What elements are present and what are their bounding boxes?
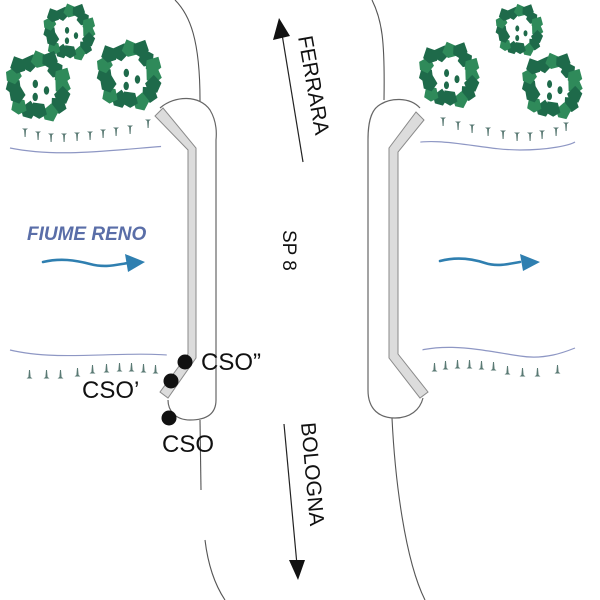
grass-mark-icon [57,370,64,379]
grass-mark-icon [128,363,135,372]
ferrara-direction-line [280,27,304,163]
grass-mark-icon [87,131,93,140]
grass-mark-icon [455,121,461,130]
grass-mark-icon [563,122,569,131]
grass-mark-icon [554,365,561,374]
trees-group [5,3,583,122]
grass-mark-icon [89,365,96,374]
grass-mark-icon [152,365,159,374]
tree-icon [521,52,583,120]
grass-marks-lower-left [26,363,159,379]
cso-double-prime-label: CSO” [201,349,261,376]
river-bank-lower-left [9,349,181,357]
left-pier [154,107,197,399]
grass-mark-icon [48,133,54,142]
tree-icon [495,3,544,56]
road-edge-right-top [371,0,385,101]
river-flow-arrow-right [438,257,522,267]
road-edge-left-lower-curve [204,539,226,600]
grass-mark-icon [116,363,123,372]
grass-mark-icon [454,360,461,369]
river-flow-arrow-left [41,258,130,268]
river-bank-lower-right [401,346,576,358]
grass-mark-icon [74,132,80,141]
grass-mark-icon [514,132,520,141]
grass-mark-icon [26,370,33,379]
bologna-arrow-down-icon [289,560,305,580]
grass-mark-icon [500,130,506,139]
bologna-label: BOLOGNA [296,421,328,526]
grass-mark-icon [35,131,41,140]
cso-label: CSO [162,431,214,458]
tree-icon [418,41,480,109]
river-flow-arrowhead-left-icon [125,254,145,272]
ferrara-label: FERRARA [293,34,333,137]
grass-mark-icon [61,133,67,142]
grass-mark-icon [74,368,81,377]
grass-mark-icon [431,363,438,372]
ferrara-arrow-up-icon [273,18,290,40]
grass-mark-icon [504,366,511,375]
tree-icon [5,50,71,122]
road-edge-left-top [174,0,201,105]
road-edge-right-bottom [391,417,426,600]
grass-mark-icon [490,362,497,371]
grass-mark-icon [442,361,449,370]
cso-prime-label: CSO’ [82,377,139,404]
grass-mark-icon [43,370,50,379]
grass-mark-icon [103,364,110,373]
grass-mark-icon [539,130,545,139]
grass-mark-icon [100,129,106,138]
grass-mark-icon [466,360,473,369]
river-bank-upper-left [9,144,181,154]
right-pier [388,111,429,399]
grass-mark-icon [534,368,541,377]
grass-mark-icon [440,117,446,126]
grass-mark-icon [113,127,119,136]
cso-point [161,410,177,426]
tree-icon [96,39,162,111]
river-flow-arrowhead-right-icon [520,254,540,271]
grass-mark-icon [478,361,485,370]
river-bank-upper-right [401,140,576,151]
river-name-label: FIUME RENO [27,224,147,245]
cso-double-prime-point [177,354,193,370]
grass-mark-icon [145,119,151,128]
grass-mark-icon [519,368,526,377]
road-name-label: SP 8 [278,230,299,271]
grass-marks-upper-left [22,119,151,142]
grass-mark-icon [553,127,559,136]
cso-prime-point [163,373,179,389]
grass-mark-icon [469,124,475,133]
tree-icon [43,3,96,61]
grass-mark-icon [485,127,491,136]
grass-mark-icon [140,364,147,373]
bologna-direction-line [283,423,298,566]
grass-mark-icon [127,125,133,134]
road-edge-left-bottom [199,419,202,491]
grass-mark-icon [527,132,533,141]
grass-marks-lower-right [431,360,561,377]
grass-marks-upper-right [440,117,569,141]
grass-mark-icon [22,128,28,137]
